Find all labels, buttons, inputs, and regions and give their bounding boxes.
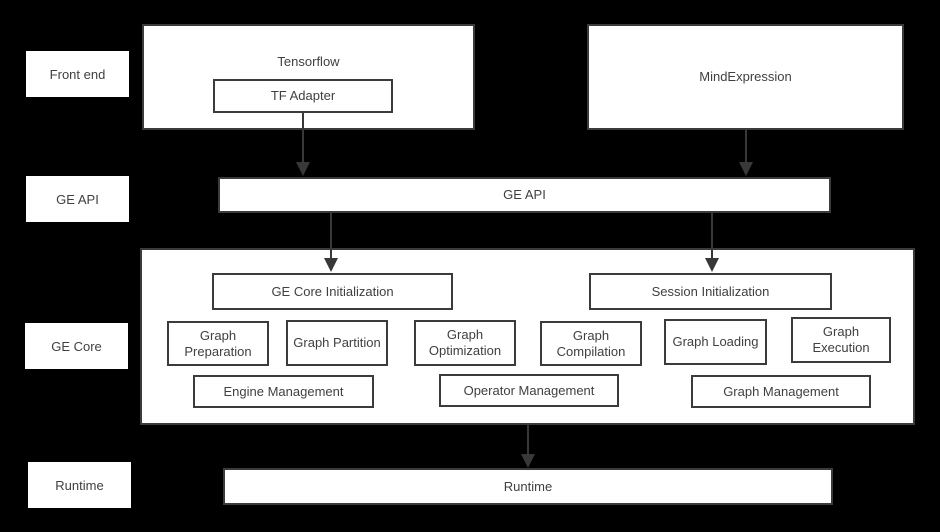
session-initialization-box: Session Initialization	[589, 273, 832, 310]
arrow-line	[745, 130, 747, 162]
arrow-tf-adapter-to-ge-api	[296, 113, 310, 176]
ge-api-bar: GE API	[218, 177, 831, 213]
arrow-ge-api-to-ge-core-initialization	[324, 213, 338, 272]
arrow-down-icon	[739, 162, 753, 176]
operator-management-box: Operator Management	[439, 374, 619, 407]
graph-management-box: Graph Management	[691, 375, 871, 408]
graph-preparation-box: Graph Preparation	[167, 321, 269, 366]
arrow-line	[330, 213, 332, 258]
arrow-line	[711, 213, 713, 258]
row-label-frontend: Front end	[26, 51, 129, 97]
engine-management-box: Engine Management	[193, 375, 374, 408]
arrow-ge-api-to-session-initialization	[705, 213, 719, 272]
arrow-line	[527, 425, 529, 454]
arrow-down-icon	[324, 258, 338, 272]
ge-core-initialization-box: GE Core Initialization	[212, 273, 453, 310]
tensorflow-box: Tensorflow TF Adapter	[142, 24, 475, 130]
row-label-ge-api: GE API	[26, 176, 129, 222]
arrow-down-icon	[705, 258, 719, 272]
ge-core-container: GE Core Initialization Session Initializ…	[140, 248, 915, 425]
graph-compilation-box: Graph Compilation	[540, 321, 642, 366]
row-label-runtime: Runtime	[28, 462, 131, 508]
runtime-bar: Runtime	[223, 468, 833, 505]
graph-partition-box: Graph Partition	[286, 320, 388, 366]
row-label-ge-core: GE Core	[25, 323, 128, 369]
arrow-line	[302, 113, 304, 162]
graph-execution-box: Graph Execution	[791, 317, 891, 363]
arrow-down-icon	[296, 162, 310, 176]
graph-loading-box: Graph Loading	[664, 319, 767, 365]
tf-adapter-box: TF Adapter	[213, 79, 393, 113]
tensorflow-label: Tensorflow	[277, 54, 340, 69]
graph-optimization-box: Graph Optimization	[414, 320, 516, 366]
mindexpression-box: MindExpression	[587, 24, 904, 130]
arrow-mindexpression-to-ge-api	[739, 130, 753, 176]
arrow-down-icon	[521, 454, 535, 468]
arrow-ge-core-to-runtime	[521, 425, 535, 468]
